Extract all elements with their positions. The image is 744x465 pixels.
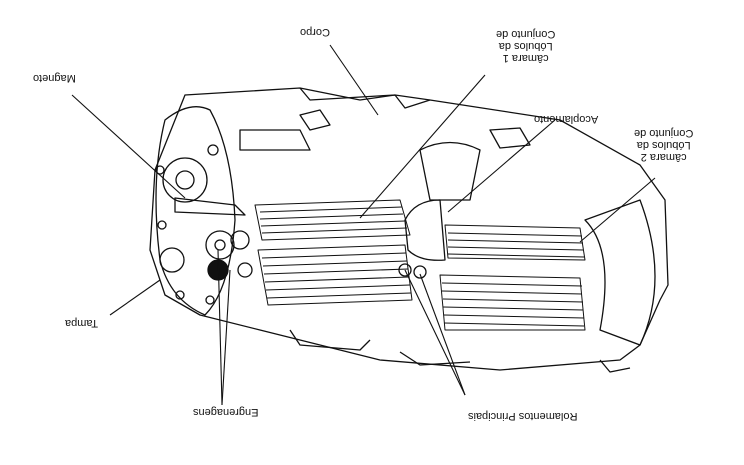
label-rolamentos: Rolamentos Principais xyxy=(468,410,578,422)
label-magneto: Magneto xyxy=(33,72,76,84)
leader-chamber2 xyxy=(579,177,656,243)
label-c2-line2: Lóbulos da xyxy=(636,139,691,151)
housing-outline xyxy=(149,87,669,371)
leader-rolamentos-1 xyxy=(404,269,466,396)
top-flange xyxy=(299,87,431,109)
leader-chamber1 xyxy=(359,74,486,219)
leader-rolamentos-2 xyxy=(419,273,466,396)
label-c2-line3: câmara 2 xyxy=(640,151,687,163)
coupling xyxy=(404,199,446,261)
label-acoplamento: Acoplamento xyxy=(534,113,599,125)
label-tampa: Tampa xyxy=(65,317,99,329)
leader-tampa xyxy=(109,279,161,316)
leader-corpo xyxy=(329,44,379,116)
leader-lines xyxy=(71,44,656,406)
label-c2-line1: Conjunto de xyxy=(634,127,694,139)
end-plate xyxy=(155,106,236,316)
gear-train xyxy=(205,230,253,281)
label-corpo: Corpo xyxy=(300,26,330,38)
label-c1-line3: câmara 1 xyxy=(502,52,549,64)
label-conjunto-camara1: câmara 1 Lóbulos da Conjunto de xyxy=(496,28,555,64)
leader-engrenagens-1 xyxy=(217,249,223,406)
label-c1-line2: Lóbulos da xyxy=(498,40,553,52)
chamber1-lobes xyxy=(254,199,413,306)
chamber2-lobes xyxy=(439,224,586,331)
label-engrenagens: Engrenagens xyxy=(193,406,259,418)
leader-engrenagens-2 xyxy=(221,269,231,406)
label-conjunto-camara2: câmara 2 Lóbulos da Conjunto de xyxy=(634,127,693,163)
leader-magneto xyxy=(71,94,186,199)
leader-acoplamento xyxy=(447,119,556,213)
label-c1-line1: Conjunto de xyxy=(496,28,556,40)
